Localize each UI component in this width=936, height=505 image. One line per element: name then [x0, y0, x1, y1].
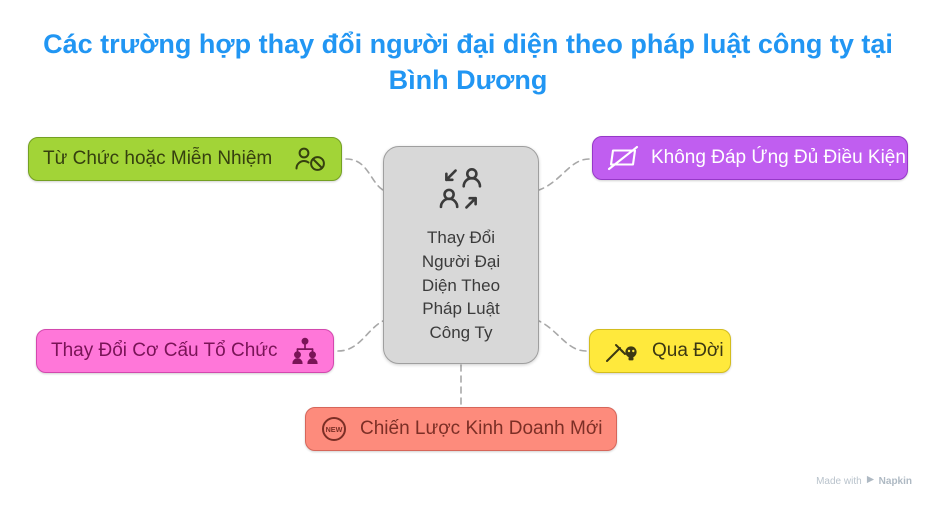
napkin-logo-icon	[866, 475, 875, 487]
node-death-label: Qua Đời	[652, 340, 724, 361]
node-new-strategy-label: Chiến Lược Kinh Doanh Mới	[360, 418, 603, 439]
node-death: Qua Đời	[589, 329, 731, 373]
connector-line	[538, 158, 590, 191]
node-resignation-label: Từ Chức hoặc Miễn Nhiệm	[43, 148, 273, 169]
org-chart-icon	[290, 336, 320, 366]
connector-line	[345, 158, 384, 191]
node-new-strategy: NEW Chiến Lược Kinh Doanh Mới	[305, 407, 617, 451]
person-blocked-icon	[293, 144, 327, 174]
watermark[interactable]: Made with Napkin	[816, 475, 912, 487]
connector-line	[337, 320, 384, 352]
node-not-qualified: Không Đáp Ứng Đủ Điều Kiện	[592, 136, 908, 180]
center-node: Thay Đổi Người Đại Diện Theo Pháp Luật C…	[383, 146, 539, 364]
center-node-label: Thay Đổi Người Đại Diện Theo Pháp Luật C…	[421, 228, 501, 343]
crossed-frame-icon	[607, 145, 639, 171]
new-badge-text: NEW	[326, 425, 343, 434]
watermark-prefix: Made with	[816, 475, 862, 487]
node-not-qualified-label: Không Đáp Ứng Đủ Điều Kiện	[651, 147, 906, 168]
page-title-text: Các trường hợp thay đổi người đại diện t…	[43, 29, 893, 96]
page-title: Các trường hợp thay đổi người đại diện t…	[0, 26, 936, 99]
skull-sword-icon	[604, 337, 640, 365]
node-restructure: Thay Đổi Cơ Cấu Tổ Chức	[36, 329, 334, 373]
node-restructure-label: Thay Đổi Cơ Cấu Tổ Chức	[51, 340, 278, 361]
connector-line	[538, 320, 587, 352]
new-badge-icon: NEW	[320, 415, 348, 443]
node-resignation: Từ Chức hoặc Miễn Nhiệm	[28, 137, 342, 181]
watermark-brand[interactable]: Napkin	[878, 475, 912, 487]
people-swap-icon	[435, 163, 487, 220]
